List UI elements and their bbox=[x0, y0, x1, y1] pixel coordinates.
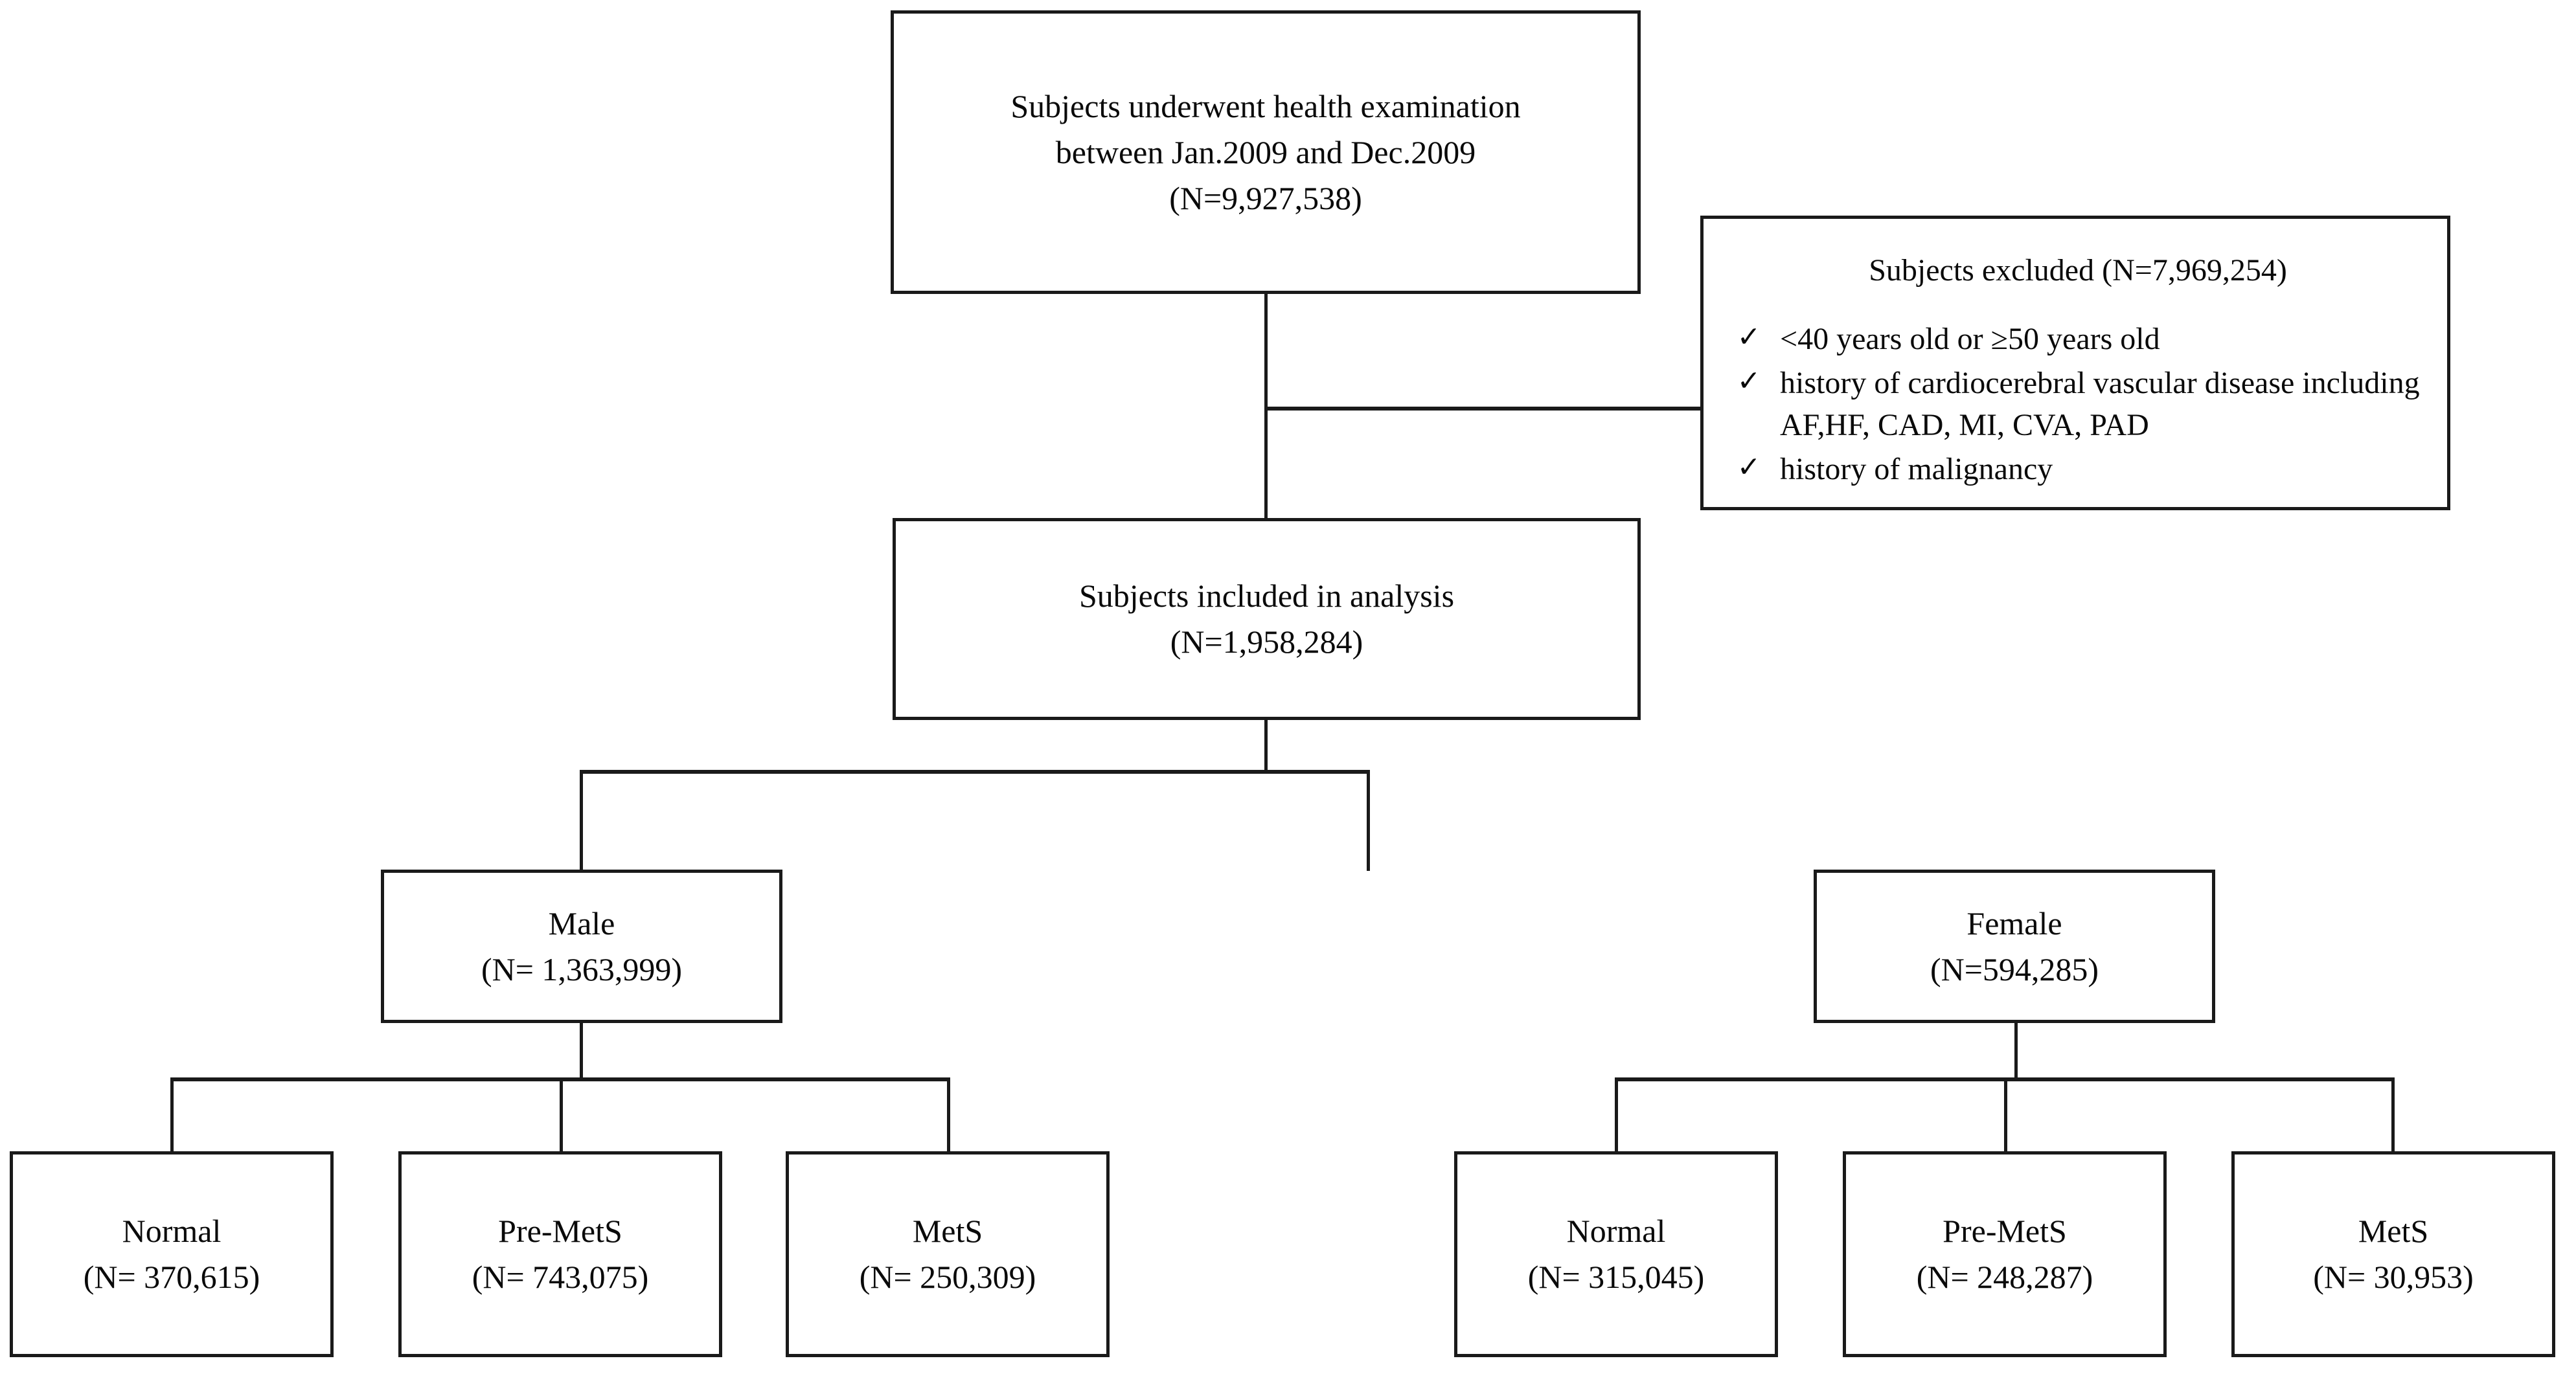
connector-included-to-gender-split bbox=[1264, 720, 1268, 773]
included-count: (N=1,958,284) bbox=[1170, 624, 1363, 660]
check-icon: ✓ bbox=[1737, 365, 1761, 398]
male-pre-mets-label: Pre-MetS bbox=[498, 1213, 622, 1249]
connector-gender-split-bar bbox=[580, 770, 1370, 774]
female-mets-label: MetS bbox=[2358, 1213, 2429, 1249]
exclusion-criterion-text: <40 years old or ≥50 years old bbox=[1780, 322, 2160, 357]
enrolled-count: (N=9,927,538) bbox=[1169, 179, 1362, 216]
node-subjects-excluded: Subjects excluded (N=7,969,254) ✓ <40 ye… bbox=[1700, 216, 2450, 510]
male-normal-label: Normal bbox=[122, 1213, 222, 1249]
node-female-pre-mets: Pre-MetS (N= 248,287) bbox=[1843, 1151, 2167, 1357]
node-female: Female (N=594,285) bbox=[1814, 870, 2215, 1023]
connector-female-to-subgroup-split bbox=[2014, 1023, 2018, 1080]
connector-female-split-to-premets bbox=[2004, 1077, 2007, 1154]
enrolled-line-1: Subjects underwent health examination bbox=[1010, 87, 1521, 124]
female-label: Female bbox=[1966, 905, 2062, 941]
exclusion-criterion: ✓ <40 years old or ≥50 years old bbox=[1735, 319, 2421, 360]
node-female-mets: MetS (N= 30,953) bbox=[2231, 1151, 2555, 1357]
connector-split-to-female bbox=[1367, 770, 1370, 871]
female-mets-count: (N= 30,953) bbox=[2313, 1259, 2474, 1295]
connector-male-split-to-premets bbox=[560, 1077, 563, 1154]
male-mets-count: (N= 250,309) bbox=[859, 1259, 1036, 1295]
connector-male-to-subgroup-split bbox=[580, 1023, 583, 1080]
node-female-normal: Normal (N= 315,045) bbox=[1454, 1151, 1778, 1357]
included-line-1: Subjects included in analysis bbox=[1078, 578, 1455, 614]
exclusion-criterion: ✓ history of cardiocerebral vascular dis… bbox=[1735, 363, 2421, 446]
female-normal-label: Normal bbox=[1566, 1213, 1666, 1249]
connector-to-excluded-box bbox=[1264, 407, 1702, 411]
excluded-title: Subjects excluded (N=7,969,254) bbox=[1869, 253, 2287, 287]
exclusion-criteria-list: ✓ <40 years old or ≥50 years old ✓ histo… bbox=[1735, 319, 2421, 490]
female-pre-mets-count: (N= 248,287) bbox=[1916, 1259, 2093, 1295]
male-count: (N= 1,363,999) bbox=[481, 951, 683, 987]
exclusion-criterion-text: history of cardiocerebral vascular disea… bbox=[1780, 366, 2420, 442]
connector-female-split-to-mets bbox=[2391, 1077, 2395, 1154]
male-label: Male bbox=[548, 905, 615, 941]
male-normal-count: (N= 370,615) bbox=[83, 1259, 260, 1295]
node-male: Male (N= 1,363,999) bbox=[381, 870, 782, 1023]
connector-male-split-to-normal bbox=[170, 1077, 174, 1154]
male-mets-label: MetS bbox=[912, 1213, 983, 1249]
female-normal-count: (N= 315,045) bbox=[1527, 1259, 1705, 1295]
exclusion-criterion-text: history of malignancy bbox=[1780, 452, 2053, 487]
node-male-mets: MetS (N= 250,309) bbox=[786, 1151, 1110, 1357]
node-subjects-enrolled: Subjects underwent health examination be… bbox=[891, 10, 1641, 294]
check-icon: ✓ bbox=[1737, 451, 1761, 484]
male-pre-mets-count: (N= 743,075) bbox=[472, 1259, 649, 1295]
female-count: (N=594,285) bbox=[1930, 951, 2099, 987]
connector-split-to-male bbox=[580, 770, 583, 871]
connector-female-split-to-normal bbox=[1615, 1077, 1618, 1154]
node-male-normal: Normal (N= 370,615) bbox=[10, 1151, 334, 1357]
female-pre-mets-label: Pre-MetS bbox=[1943, 1213, 2067, 1249]
enrolled-line-2: between Jan.2009 and Dec.2009 bbox=[1055, 133, 1476, 170]
connector-male-split-to-mets bbox=[947, 1077, 950, 1154]
node-subjects-included: Subjects included in analysis (N=1,958,2… bbox=[893, 518, 1641, 720]
exclusion-criterion: ✓ history of malignancy bbox=[1735, 449, 2421, 490]
check-icon: ✓ bbox=[1737, 321, 1761, 354]
node-male-pre-mets: Pre-MetS (N= 743,075) bbox=[398, 1151, 722, 1357]
